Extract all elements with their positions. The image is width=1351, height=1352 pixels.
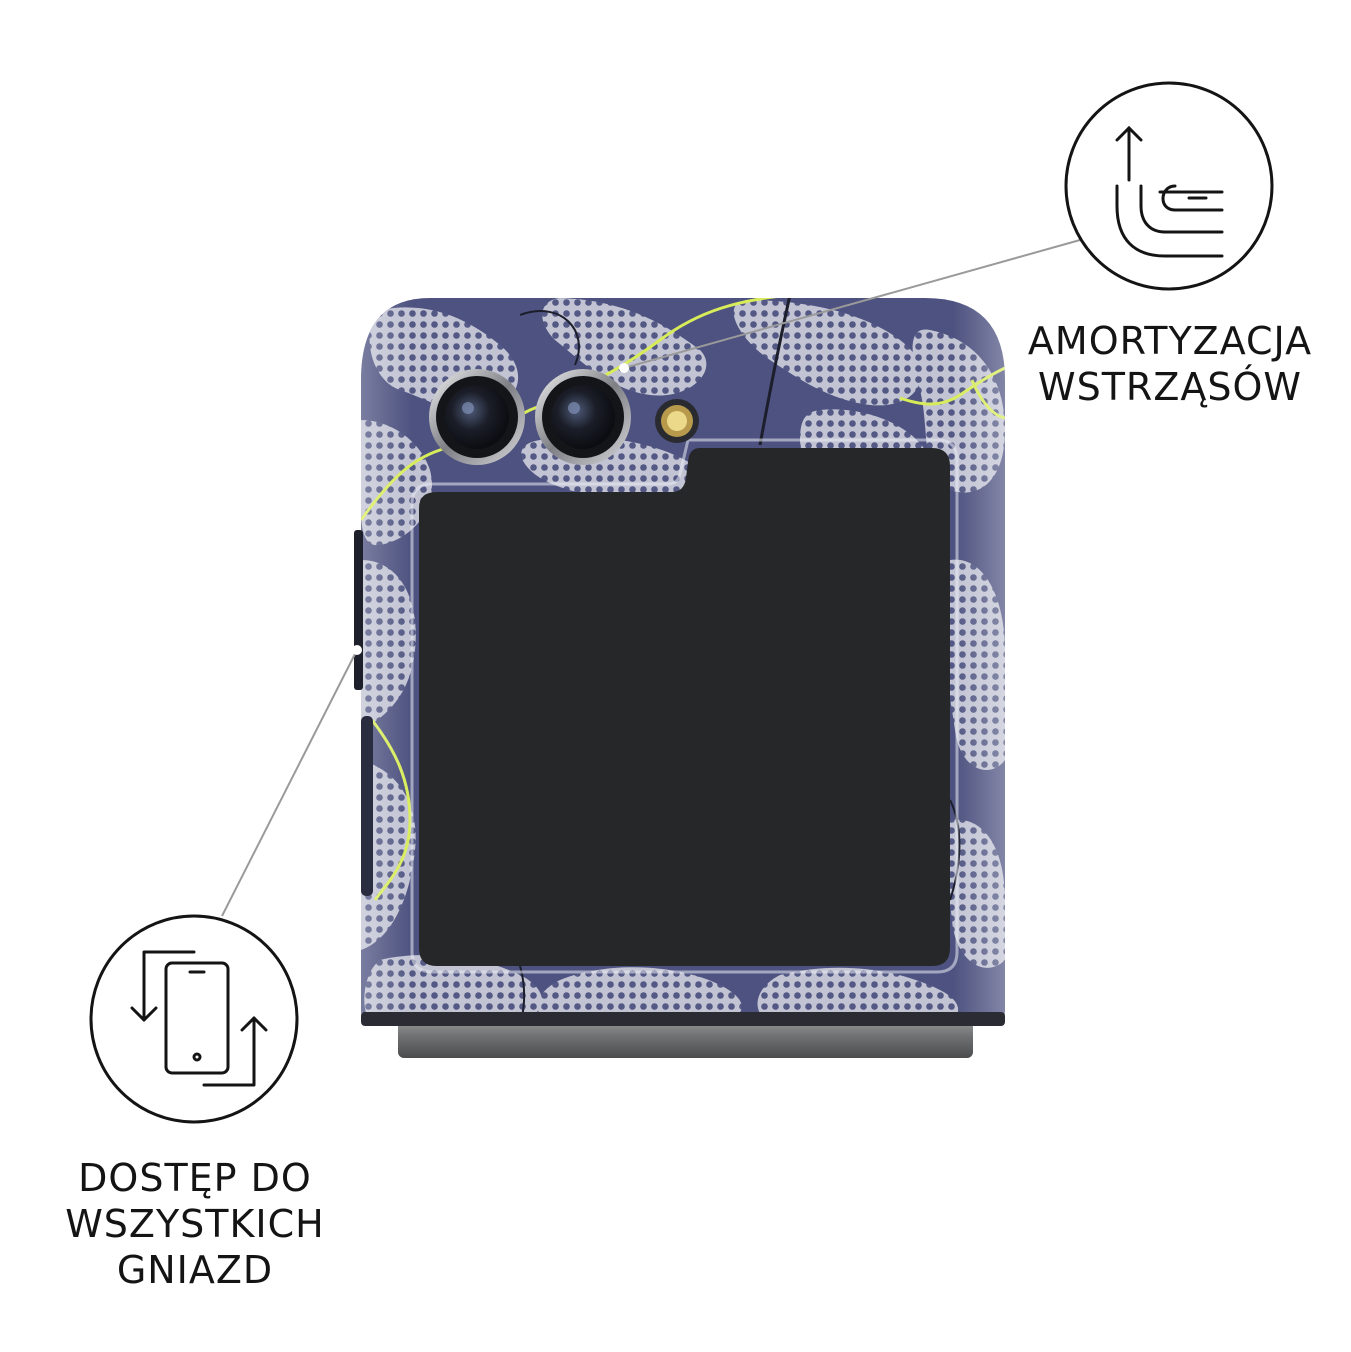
cover-screen <box>410 438 959 974</box>
shock-absorption-icon <box>1064 81 1274 291</box>
side-buttons <box>354 530 363 690</box>
callout-shock <box>619 239 1081 373</box>
port-access-label-line-3: GNIAZD <box>116 1248 274 1292</box>
callout-ports <box>221 645 362 917</box>
port-access-label: DOSTĘP DO WSZYSTKICH GNIAZD <box>30 1155 360 1293</box>
camera-flash <box>655 399 699 443</box>
shock-absorption-label-line-2: WSTRZĄSÓW <box>1038 365 1302 409</box>
port-access-label-line-1: DOSTĘP DO <box>78 1156 312 1200</box>
camera-lens-main <box>535 369 631 465</box>
shock-absorption-label-line-1: AMORTYZACJA <box>1027 319 1313 363</box>
side-cutout <box>361 716 373 896</box>
camera-lens-wide <box>429 369 525 465</box>
port-access-icon <box>89 914 299 1124</box>
shock-absorption-label: AMORTYZACJA WSTRZĄSÓW <box>1000 318 1340 410</box>
port-access-label-line-2: WSZYSTKICH <box>65 1202 325 1246</box>
